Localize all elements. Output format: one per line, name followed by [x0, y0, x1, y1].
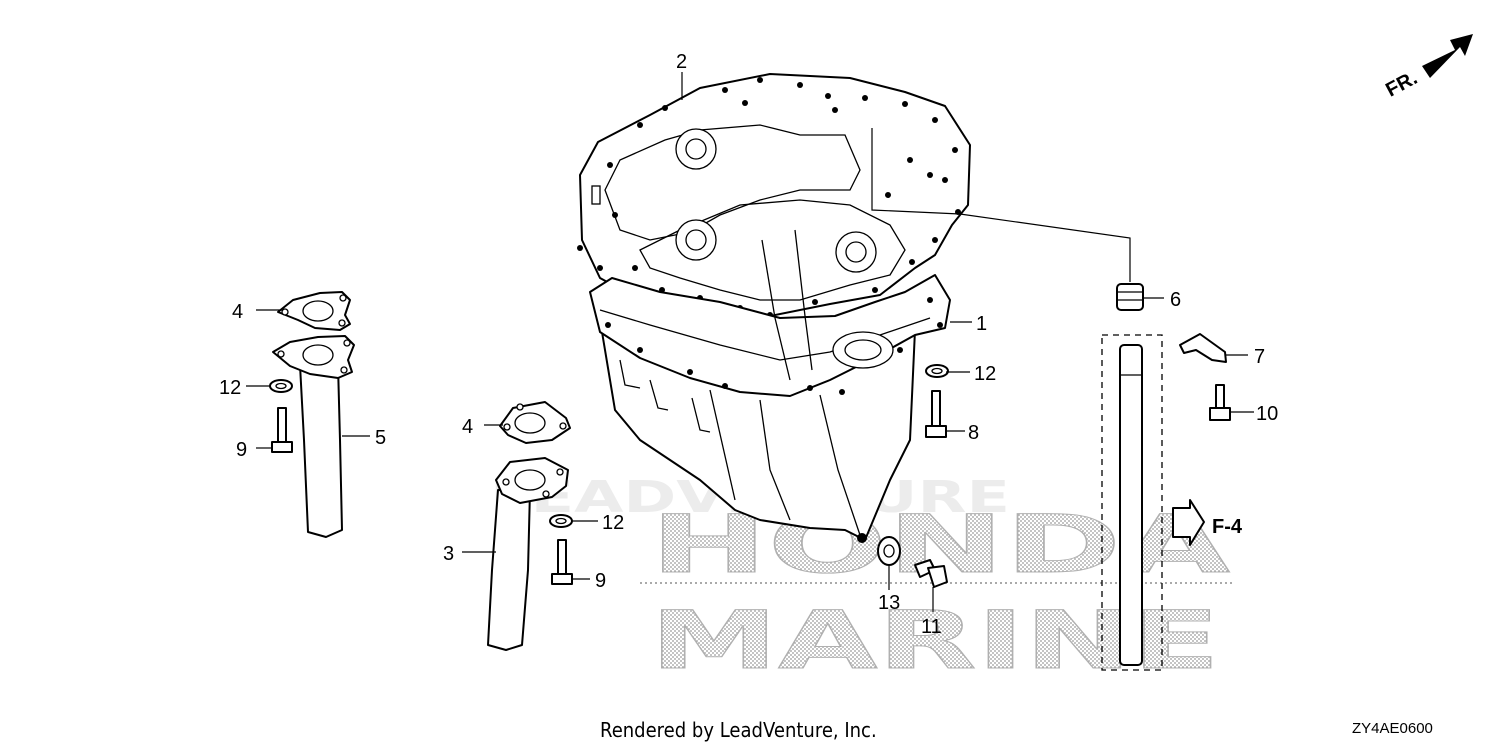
- part-4-flange-left: [277, 291, 351, 331]
- part-8-bolt: [925, 390, 947, 438]
- callout-3: 3: [443, 543, 454, 565]
- part-11-drain-bolt: [914, 559, 948, 588]
- part-1-oil-pan: [589, 229, 951, 543]
- dipstick-tube: [1101, 334, 1163, 671]
- part-3-pipe-middle: [487, 457, 569, 651]
- callout-6: 6: [1170, 289, 1181, 311]
- callout-10: 10: [1256, 403, 1278, 425]
- callout-12-right: 12: [974, 363, 996, 385]
- callout-9-left: 9: [236, 439, 247, 461]
- part-5-pipe-left: [272, 335, 355, 538]
- part-4-flange-middle: [499, 401, 571, 444]
- callout-12-left: 12: [219, 377, 241, 399]
- callout-12-middle: 12: [602, 512, 624, 534]
- callout-8: 8: [968, 422, 979, 444]
- callout-11: 11: [921, 616, 942, 638]
- diagram-code: ZY4AE0600: [1352, 720, 1433, 737]
- callout-labels: 2 1 6 7 10 12 8 4 12 9 5 4 12 9 3 13 11 …: [219, 51, 1421, 638]
- part-9-bolt-left: [271, 407, 293, 453]
- reference-label: F-4: [1212, 516, 1243, 538]
- part-2-gasket: [577, 73, 971, 319]
- callout-5: 5: [375, 427, 386, 449]
- part-10-bolt: [1209, 384, 1231, 421]
- reference-arrow: [1172, 499, 1205, 546]
- part-13-washer: [877, 536, 901, 566]
- part-6-grommet: [1116, 283, 1144, 311]
- callout-9-middle: 9: [595, 570, 606, 592]
- footer-credit: Rendered by LeadVenture, Inc.: [600, 718, 877, 742]
- front-label: FR.: [1382, 67, 1421, 102]
- part-12-washer-left: [269, 379, 293, 393]
- callout-2: 2: [676, 51, 687, 73]
- part-12-washer-middle: [549, 514, 573, 528]
- front-direction-arrow-icon: [1422, 34, 1473, 78]
- part-7-clip: [1179, 333, 1227, 363]
- part-12-washer-right: [925, 364, 949, 378]
- callout-4-left: 4: [232, 301, 243, 323]
- callout-1: 1: [976, 313, 987, 335]
- callout-4-middle: 4: [462, 416, 473, 438]
- callout-7: 7: [1254, 346, 1265, 368]
- part-9-bolt-middle: [551, 539, 573, 585]
- leader-lines: [246, 72, 1254, 612]
- callout-13: 13: [878, 592, 900, 614]
